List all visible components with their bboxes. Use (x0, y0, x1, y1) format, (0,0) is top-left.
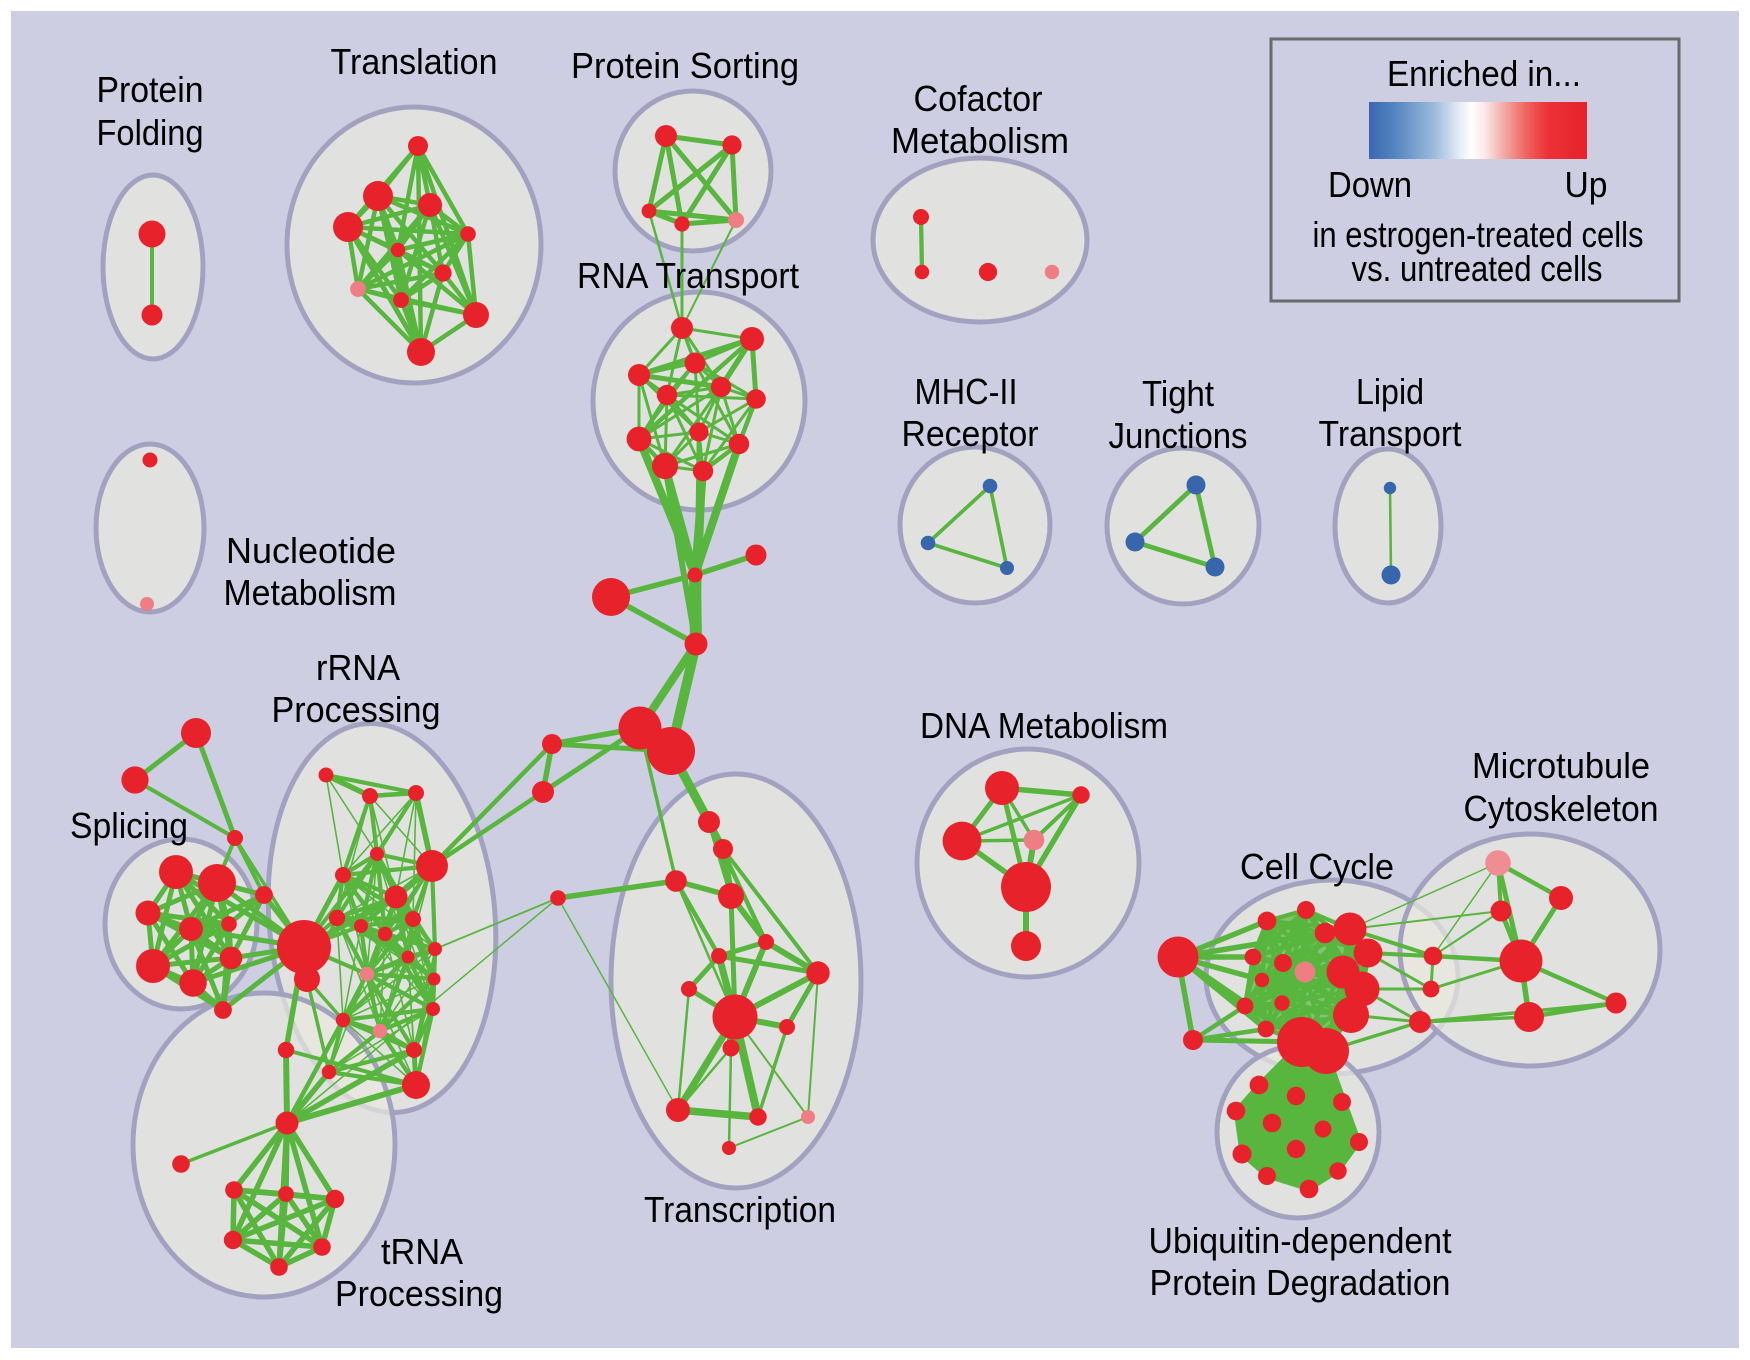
svg-text:Protein: Protein (97, 69, 204, 110)
svg-text:Metabolism: Metabolism (891, 120, 1069, 161)
svg-text:Splicing: Splicing (70, 805, 188, 846)
svg-text:rRNA: rRNA (316, 647, 400, 688)
svg-text:Protein Sorting: Protein Sorting (571, 45, 799, 86)
svg-text:Transport: Transport (1319, 413, 1462, 454)
svg-text:MHC-II: MHC-II (915, 371, 1018, 412)
svg-text:DNA Metabolism: DNA Metabolism (920, 705, 1168, 746)
svg-text:Cytoskeleton: Cytoskeleton (1464, 788, 1659, 829)
svg-text:Junctions: Junctions (1109, 415, 1248, 456)
svg-text:Tight: Tight (1142, 373, 1214, 414)
svg-text:Down: Down (1328, 164, 1412, 205)
svg-text:Ubiquitin-dependent: Ubiquitin-dependent (1149, 1220, 1452, 1261)
svg-text:Nucleotide: Nucleotide (226, 530, 396, 571)
svg-text:Translation: Translation (331, 41, 498, 82)
svg-text:tRNA: tRNA (381, 1231, 463, 1272)
svg-text:Metabolism: Metabolism (224, 572, 397, 613)
svg-text:Protein Degradation: Protein Degradation (1150, 1262, 1451, 1303)
svg-text:in estrogen-treated cells: in estrogen-treated cells (1313, 214, 1644, 255)
svg-text:Transcription: Transcription (644, 1189, 836, 1230)
svg-text:Lipid: Lipid (1356, 371, 1424, 412)
svg-text:Processing: Processing (272, 689, 441, 730)
svg-text:vs. untreated cells: vs. untreated cells (1352, 248, 1603, 289)
svg-text:Receptor: Receptor (902, 413, 1039, 454)
svg-text:Microtubule: Microtubule (1472, 745, 1650, 786)
svg-text:Enriched in...: Enriched in... (1387, 53, 1581, 94)
svg-text:Folding: Folding (97, 112, 204, 153)
svg-text:Cell Cycle: Cell Cycle (1240, 846, 1394, 887)
svg-text:Up: Up (1565, 164, 1608, 205)
svg-text:RNA Transport: RNA Transport (577, 255, 799, 296)
svg-text:Processing: Processing (335, 1273, 503, 1314)
svg-text:Cofactor: Cofactor (914, 78, 1043, 119)
